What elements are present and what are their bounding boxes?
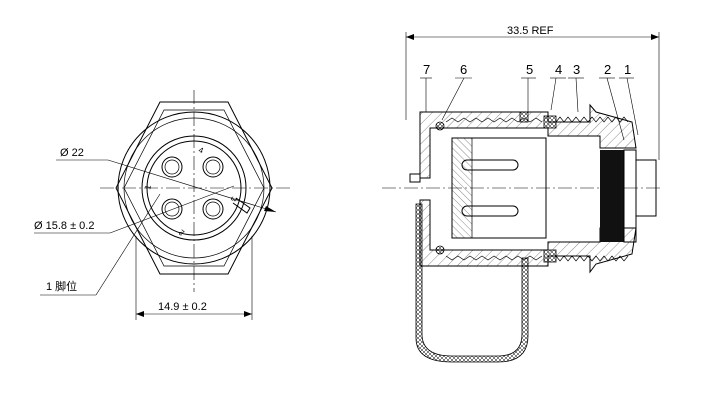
flange-circle (123, 117, 265, 259)
length-label: 33.5 REF (507, 25, 554, 37)
width-label: 14.9 ± 0.2 (158, 301, 207, 313)
seal-4-top (543, 115, 557, 129)
pin-2 (161, 198, 183, 220)
dia22-arrow (264, 206, 276, 212)
part-1-leader (626, 77, 639, 136)
o-ring-top (435, 121, 445, 131)
pin-4 (202, 156, 224, 178)
rear-stub (636, 159, 657, 217)
pin-note-leader (95, 193, 161, 296)
thread-top (555, 116, 629, 123)
part-number-2: 2 (604, 62, 611, 77)
thread-bottom (555, 255, 629, 262)
part-number-1: 1 (624, 62, 631, 77)
contact-pin-bottom (461, 205, 519, 217)
hex-nut-outline (115, 101, 273, 275)
rear-flange (623, 149, 637, 243)
cap-strap (415, 203, 529, 363)
front-view: 1 2 3 4 Ø 22 Ø 15.8 ± 0.2 1 脚位 14.9 ± 0.… (34, 90, 292, 320)
part-number-4: 4 (555, 62, 562, 77)
part-number-3: 3 (573, 62, 580, 77)
dia22-label: Ø 22 (60, 147, 84, 159)
width-arrow-right (244, 311, 252, 317)
outer-circle (117, 111, 271, 265)
part-number-5: 5 (526, 62, 533, 77)
insert-outer-circle (141, 135, 247, 241)
dia15-leader-line (109, 185, 235, 234)
part-number-6: 6 (460, 62, 467, 77)
length-arrow-left (406, 34, 414, 40)
part-number-7: 7 (423, 62, 430, 77)
pin-label-1: 1 (143, 183, 153, 190)
key-notch (232, 197, 251, 214)
o-ring-bottom (435, 245, 445, 255)
pin-label-4: 4 (197, 145, 205, 155)
seal-5-top (519, 111, 529, 123)
contact-pin-top (461, 159, 519, 171)
pin-label-2: 2 (177, 227, 187, 237)
pin-label-3: 3 (228, 195, 238, 203)
part-3-leader (575, 77, 579, 113)
housing-top (419, 103, 637, 179)
insert-rear (451, 137, 473, 239)
pin-note-label: 1 脚位 (46, 279, 77, 293)
section-view: 33.5 REF 7 6 5 4 3 2 1 (382, 25, 660, 363)
insert-inner-circle (146, 140, 242, 236)
part-4-leader (550, 77, 557, 111)
pin-3 (202, 198, 224, 220)
dia22-leader-line (107, 159, 277, 213)
rear-gasket (600, 150, 624, 242)
pin-1 (161, 156, 183, 178)
front-tip (409, 173, 421, 183)
width-arrow-left (136, 311, 144, 317)
seal-4-bottom (543, 249, 557, 263)
length-arrow-right (651, 34, 659, 40)
dia15-label: Ø 15.8 ± 0.2 (34, 220, 94, 232)
